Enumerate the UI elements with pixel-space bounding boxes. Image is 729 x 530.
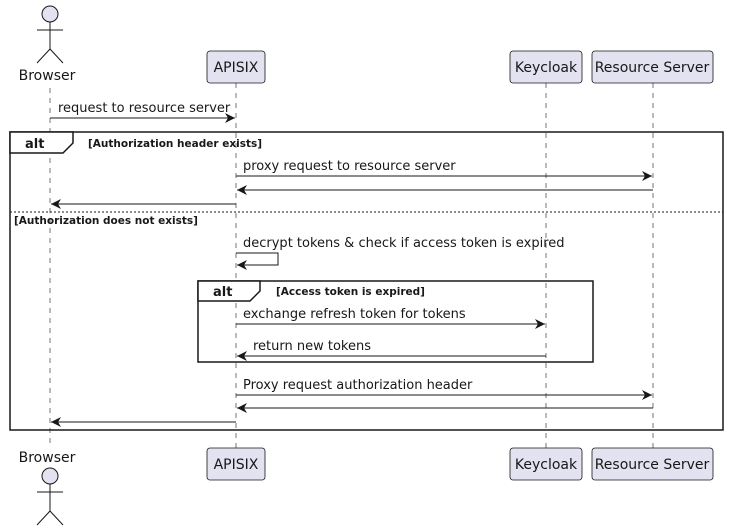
actor-leg-right: [49, 48, 64, 64]
participant-keycloak-bottom: Keycloak: [509, 447, 583, 481]
message-label-proxy-authorization-header: Proxy request authorization header: [243, 378, 473, 393]
participant-box: [509, 447, 583, 481]
message-arrow-self-decrypt: [236, 252, 279, 270]
participant-label-apisix-bottom: APISIX: [214, 457, 259, 473]
fragment-label-alt: alt: [213, 285, 232, 300]
participant-label-resource-server-top: Resource Server: [595, 60, 710, 76]
lifelines: [49, 83, 654, 448]
participant-apisix-bottom: APISIX: [206, 447, 266, 481]
actor-leg-left: [36, 510, 51, 526]
participant-resource-server-top: Resource Server: [591, 50, 714, 84]
participant-label-keycloak-bottom: Keycloak: [515, 457, 578, 473]
participant-apisix-top: APISIX: [206, 50, 266, 84]
actor-browser-bottom: [36, 467, 64, 526]
participant-box: [591, 50, 714, 84]
participant-keycloak-top: Keycloak: [509, 50, 583, 84]
actor-browser-top: [36, 5, 64, 64]
guard-authorization-does-not-exists: [Authorization does not exists]: [14, 215, 198, 227]
actor-leg-left: [36, 48, 51, 64]
fragment-tab: [9, 131, 74, 154]
actor-head: [41, 5, 59, 23]
participant-box: [206, 447, 266, 481]
fragment-frame: [9, 131, 724, 431]
actor-head: [41, 467, 59, 485]
actor-leg-right: [49, 510, 64, 526]
guard-access-token-is-expired: [Access token is expired]: [276, 286, 425, 298]
fragment-frame: [197, 280, 594, 363]
message-label-return-new-tokens: return new tokens: [253, 339, 371, 354]
participant-label-browser-top: Browser: [19, 68, 76, 84]
participant-label-keycloak-top: Keycloak: [515, 60, 578, 76]
fragment-label-alt: alt: [25, 137, 44, 152]
guard-authorization-header-exists: [Authorization header exists]: [88, 138, 262, 150]
participant-resource-server-bottom: Resource Server: [591, 447, 714, 481]
message-label-proxy-request: proxy request to resource server: [243, 159, 456, 174]
participant-box: [591, 447, 714, 481]
message-label-request-to-resource-server: request to resource server: [58, 101, 231, 116]
alt-fragment-inner: alt [Access token is expired]: [197, 280, 594, 363]
participant-label-apisix-top: APISIX: [214, 60, 259, 76]
fragment-tab: [197, 280, 261, 302]
participant-label-resource-server-bottom: Resource Server: [595, 457, 710, 473]
participant-label-browser-bottom: Browser: [19, 450, 76, 466]
participant-box: [206, 50, 266, 84]
alt-fragment-outer: alt [Authorization header exists] [Autho…: [9, 131, 724, 431]
message-label-exchange-refresh-token: exchange refresh token for tokens: [243, 307, 466, 322]
participant-box: [509, 50, 583, 84]
message-label-decrypt-tokens: decrypt tokens & check if access token i…: [243, 236, 565, 251]
